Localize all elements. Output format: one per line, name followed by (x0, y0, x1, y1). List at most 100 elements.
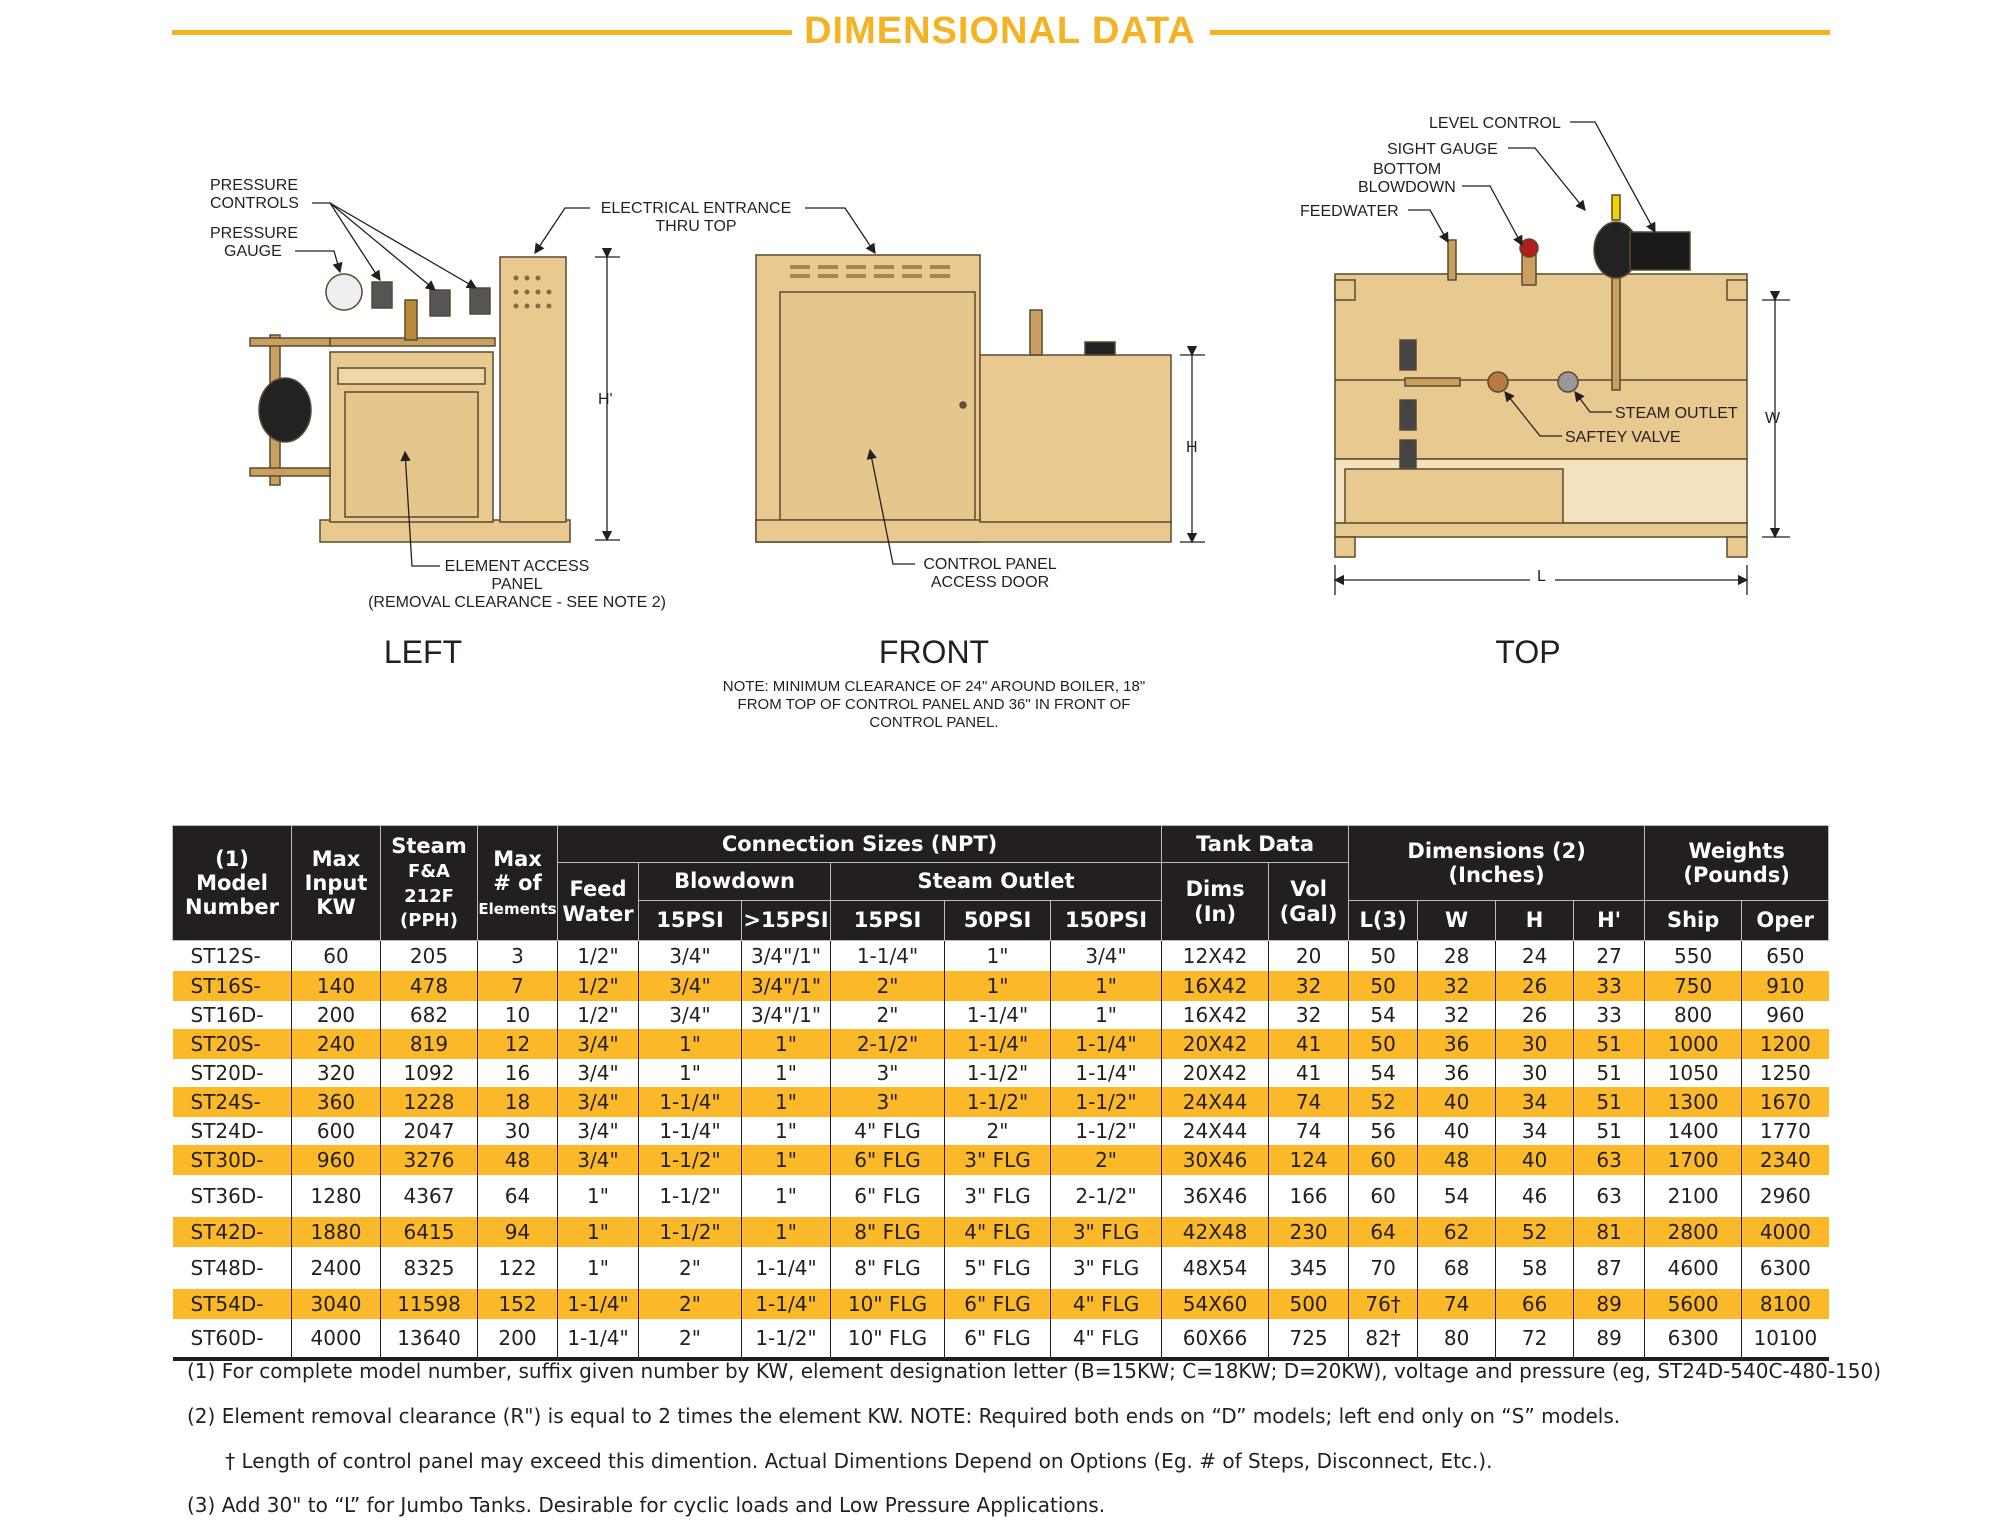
table-cell: 18 (477, 1086, 558, 1117)
table-cell: 2" (944, 1116, 1051, 1145)
label-bottom-blowdown-2: BLOWDOWN (1358, 179, 1456, 196)
table-cell: 30 (477, 1116, 558, 1145)
dim-h-prime: H' (598, 391, 613, 408)
table-cell: 960 (291, 1144, 381, 1175)
table-cell: 54X60 (1161, 1288, 1269, 1319)
label-electrical-entrance-2: THRU TOP (655, 218, 736, 235)
table-cell: 74 (1417, 1288, 1496, 1319)
table-cell: 20 (1268, 940, 1349, 971)
table-cell: 36 (1417, 1028, 1496, 1059)
header-tank-vol: Vol(Gal) (1268, 862, 1350, 941)
table-cell: 1" (557, 1216, 639, 1247)
table-cell: 6" FLG (830, 1174, 945, 1217)
table-cell: 478 (380, 970, 478, 1001)
table-cell: 2400 (291, 1246, 381, 1289)
table-cell: 5" FLG (944, 1246, 1051, 1289)
table-cell: 750 (1644, 970, 1742, 1001)
table-cell: 32 (1268, 970, 1349, 1001)
table-cell: 3/4" (638, 1000, 742, 1029)
cell-model-number: ST54D- (172, 1288, 292, 1319)
label-steam-outlet: STEAM OUTLET (1615, 405, 1738, 422)
cell-model-number: ST24D- (190, 1118, 264, 1143)
boiler-drawings: PRESSURE CONTROLS PRESSURE GAUGE ELECTRI… (210, 115, 1790, 731)
table-cell: 1-1/4" (638, 1086, 742, 1117)
table-cell: 26 (1495, 970, 1574, 1001)
dim-h: H (1186, 439, 1198, 456)
label-safety-valve: SAFTEY VALVE (1565, 429, 1681, 446)
table-cell: 4" FLG (944, 1216, 1051, 1247)
table-cell: 8325 (380, 1246, 478, 1289)
table-cell: 32 (1268, 1000, 1349, 1029)
table-cell: 24 (1495, 940, 1574, 971)
table-cell: 3" (830, 1086, 945, 1117)
table-cell: 4600 (1644, 1246, 1742, 1289)
table-cell: 63 (1573, 1174, 1645, 1217)
header-tank-data: Tank Data (1161, 825, 1350, 863)
dim-w: W (1765, 410, 1781, 427)
table-cell: 33 (1573, 1000, 1645, 1029)
table-cell: 2" (638, 1246, 742, 1289)
table-cell: 50 (1348, 970, 1418, 1001)
header-dimensions: Dimensions (2)(Inches) (1348, 825, 1646, 901)
table-cell: 1092 (380, 1058, 478, 1087)
table-cell: 1-1/4" (741, 1246, 831, 1289)
header-w: W (1417, 900, 1497, 941)
table-cell: 52 (1348, 1086, 1418, 1117)
table-cell: 1-1/2" (638, 1216, 742, 1247)
header-h: H (1495, 900, 1575, 941)
table-cell: 1" (638, 1028, 742, 1059)
table-cell: 1-1/4" (1049, 1058, 1162, 1087)
table-cell: 1-1/2" (1049, 1086, 1162, 1117)
table-cell: 63 (1573, 1144, 1645, 1175)
table-cell: 3" FLG (1049, 1246, 1162, 1289)
header-steam-outlet-150psi: 150PSI (1049, 900, 1163, 941)
table-cell: 3/4" (557, 1144, 639, 1175)
label-element-access-2: PANEL (491, 576, 542, 593)
left-view-leaders (295, 202, 620, 567)
table-cell: 3" (830, 1058, 945, 1087)
table-cell: 1-1/2" (1049, 1116, 1162, 1145)
table-cell: 3276 (380, 1144, 478, 1175)
table-cell: 1/2" (557, 940, 639, 971)
table-cell: 3/4" (557, 1086, 639, 1117)
table-cell: 16X42 (1161, 970, 1269, 1001)
cell-model-number: ST24S- (172, 1086, 292, 1117)
table-cell: 54 (1348, 1058, 1418, 1087)
table-cell: 10" FLG (830, 1288, 945, 1319)
table-cell: 1228 (380, 1086, 478, 1117)
header-ship: Ship (1644, 900, 1743, 941)
table-cell: 800 (1644, 1000, 1742, 1029)
table-cell: 2340 (1741, 1144, 1829, 1175)
table-cell: 345 (1268, 1246, 1349, 1289)
table-cell: 1-1/4" (944, 1000, 1051, 1029)
table-cell: 2" (638, 1318, 742, 1361)
front-view-leaders (805, 207, 1205, 565)
table-cell: 58 (1495, 1246, 1574, 1289)
label-level-control: LEVEL CONTROL (1429, 115, 1561, 132)
table-cell: 2" (1049, 1144, 1162, 1175)
table-cell: 650 (1741, 940, 1829, 971)
table-cell: 3/4" (557, 1028, 639, 1059)
table-cell: 1050 (1644, 1058, 1742, 1087)
table-cell: 12 (477, 1028, 558, 1059)
table-cell: 6300 (1644, 1318, 1742, 1361)
table-cell: 6" FLG (830, 1144, 945, 1175)
table-cell: 1" (557, 1246, 639, 1289)
label-element-access-3: (REMOVAL CLEARANCE - SEE NOTE 2) (368, 594, 666, 611)
table-cell: 48X54 (1161, 1246, 1269, 1289)
table-cell: 32 (1417, 970, 1496, 1001)
footnote-dagger: † Length of control panel may exceed thi… (187, 1449, 1493, 1473)
cell-model-number: ST42D- (172, 1216, 292, 1247)
table-cell: 64 (477, 1174, 558, 1217)
table-cell: 2-1/2" (1049, 1174, 1162, 1217)
table-cell: 62 (1417, 1216, 1496, 1247)
table-cell: 1" (741, 1174, 831, 1217)
table-cell: 3/4"/1" (741, 1000, 831, 1029)
table-cell: 205 (380, 940, 478, 971)
